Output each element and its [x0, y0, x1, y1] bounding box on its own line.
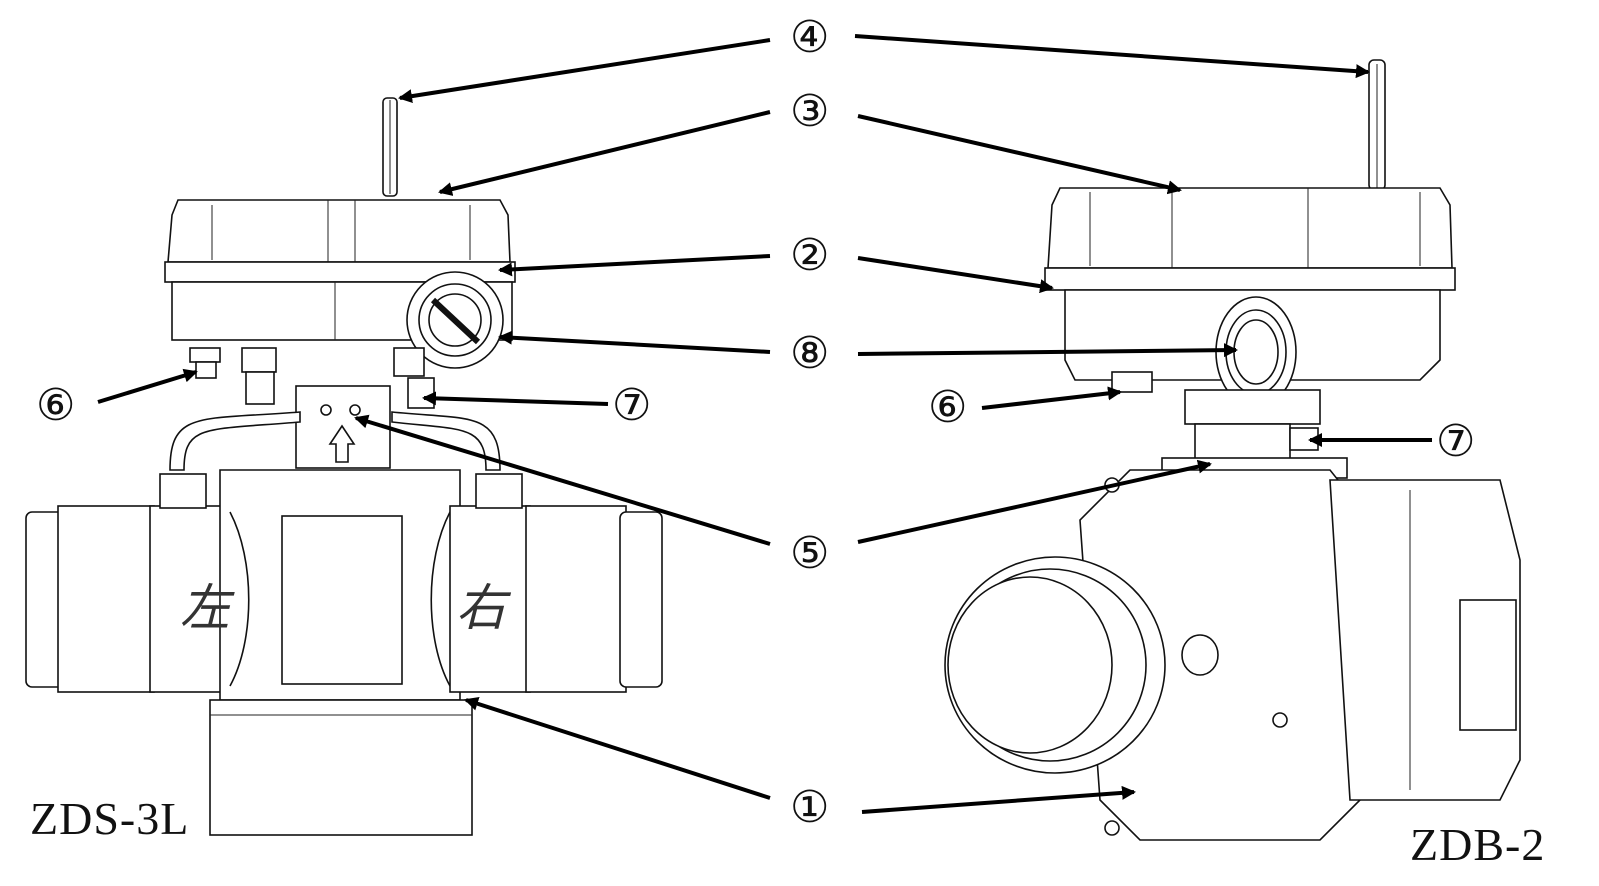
- left-valve-body: 左 右: [25, 469, 663, 836]
- arrow-4-left: [398, 38, 771, 104]
- arrow-7-left: [422, 391, 609, 406]
- callout-4: ④: [790, 12, 829, 63]
- right-antenna: [1368, 59, 1386, 191]
- left-device-drawing: 左 右: [25, 97, 663, 836]
- arrow-5-left: [354, 414, 771, 546]
- arrow-4-right: [854, 34, 1370, 79]
- left-port-mark: 左: [180, 579, 235, 637]
- right-device-drawing: [944, 59, 1521, 841]
- arrow-6-right: [981, 386, 1122, 410]
- callout-7-right: ⑦: [1436, 416, 1475, 467]
- left-antenna: [382, 97, 398, 197]
- callout-6-left: ⑥: [36, 380, 75, 431]
- arrow-5-right: [857, 459, 1212, 544]
- arrow-1-right: [861, 785, 1136, 814]
- arrow-3-left: [438, 110, 771, 196]
- callout-8: ⑧: [790, 328, 829, 379]
- arrow-2-left: [498, 254, 771, 277]
- arrow-8-right: [857, 343, 1238, 358]
- left-bracket: [295, 385, 391, 469]
- callout-6-right: ⑥: [928, 382, 967, 433]
- callout-1: ①: [790, 782, 829, 833]
- model-label-right: ZDB-2: [1410, 819, 1546, 870]
- model-label-left: ZDS-3L: [30, 793, 190, 844]
- arrow-2-right: [857, 256, 1054, 294]
- arrow-8-left: [498, 330, 771, 354]
- right-valve-body: [944, 469, 1521, 841]
- arrow-1-left: [464, 697, 771, 800]
- callout-numbers: ④ ③ ② ⑧ ⑤ ① ⑥ ⑦ ⑥ ⑦: [36, 12, 1475, 833]
- right-port-mark: 右: [456, 579, 512, 637]
- callout-5: ⑤: [790, 528, 829, 579]
- callout-3: ③: [790, 86, 829, 137]
- leader-arrows: [97, 34, 1432, 814]
- callout-7-left: ⑦: [612, 380, 651, 431]
- arrow-3-right: [857, 114, 1182, 195]
- arrow-6-left: [97, 368, 198, 404]
- callout-2: ②: [790, 230, 829, 281]
- left-handwheel: [406, 271, 504, 369]
